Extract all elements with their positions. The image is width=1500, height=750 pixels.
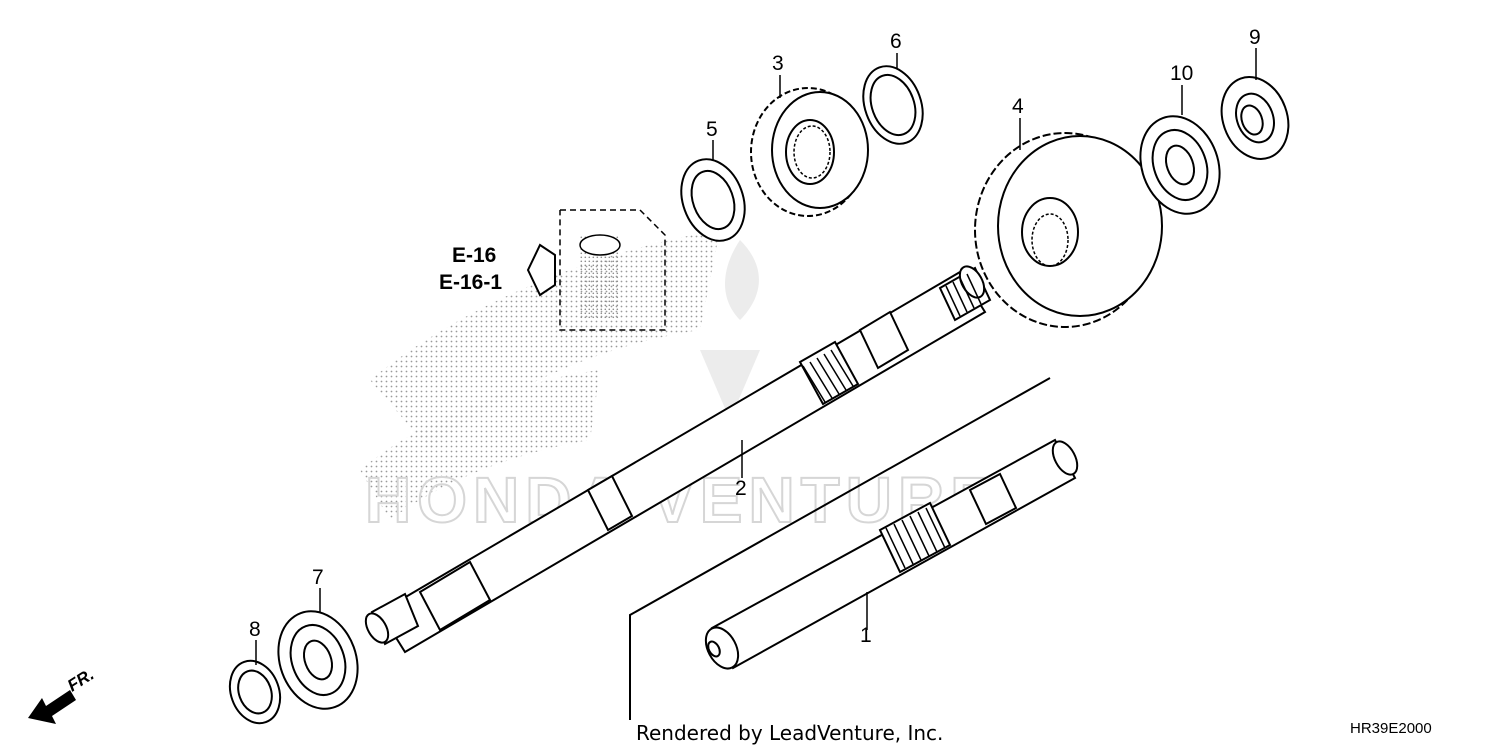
diagram-code: HR39E2000 (1350, 720, 1432, 737)
gear-part-4 (974, 132, 1163, 328)
countershaft-part-1 (704, 438, 1079, 670)
bearing-part-10 (1139, 115, 1221, 215)
callout-part-8: 8 (249, 618, 261, 641)
reference-e16-1: E-16-1 (439, 271, 502, 294)
front-direction-arrow-icon (28, 690, 76, 724)
callout-part-1: 1 (860, 624, 872, 647)
bearing-part-7 (277, 610, 359, 710)
render-credit: Rendered by LeadVenture, Inc. (636, 721, 943, 745)
assembly-bracket-line (629, 377, 1051, 720)
collar-part-5 (680, 158, 746, 242)
bearing-part-9 (1220, 76, 1290, 160)
gear-part-3 (750, 87, 869, 217)
watermark-logo (360, 230, 760, 520)
reference-arrow-icon (526, 243, 556, 297)
reference-group (526, 209, 666, 331)
callout-part-9: 9 (1249, 26, 1261, 49)
callout-part-2: 2 (735, 477, 747, 500)
callout-part-7: 7 (312, 566, 324, 589)
callout-part-5: 5 (706, 118, 718, 141)
reference-e16: E-16 (452, 244, 496, 267)
collar-part-8 (228, 659, 282, 725)
callout-part-10: 10 (1170, 62, 1193, 85)
callout-part-3: 3 (772, 52, 784, 75)
mainshaft-part-2 (364, 265, 992, 654)
countershaft-splines (885, 507, 946, 569)
mainshaft-splines (802, 273, 982, 403)
callout-leaders (255, 48, 1257, 665)
callout-part-6: 6 (890, 30, 902, 53)
washer-part-6 (862, 65, 924, 145)
callout-part-4: 4 (1012, 95, 1024, 118)
